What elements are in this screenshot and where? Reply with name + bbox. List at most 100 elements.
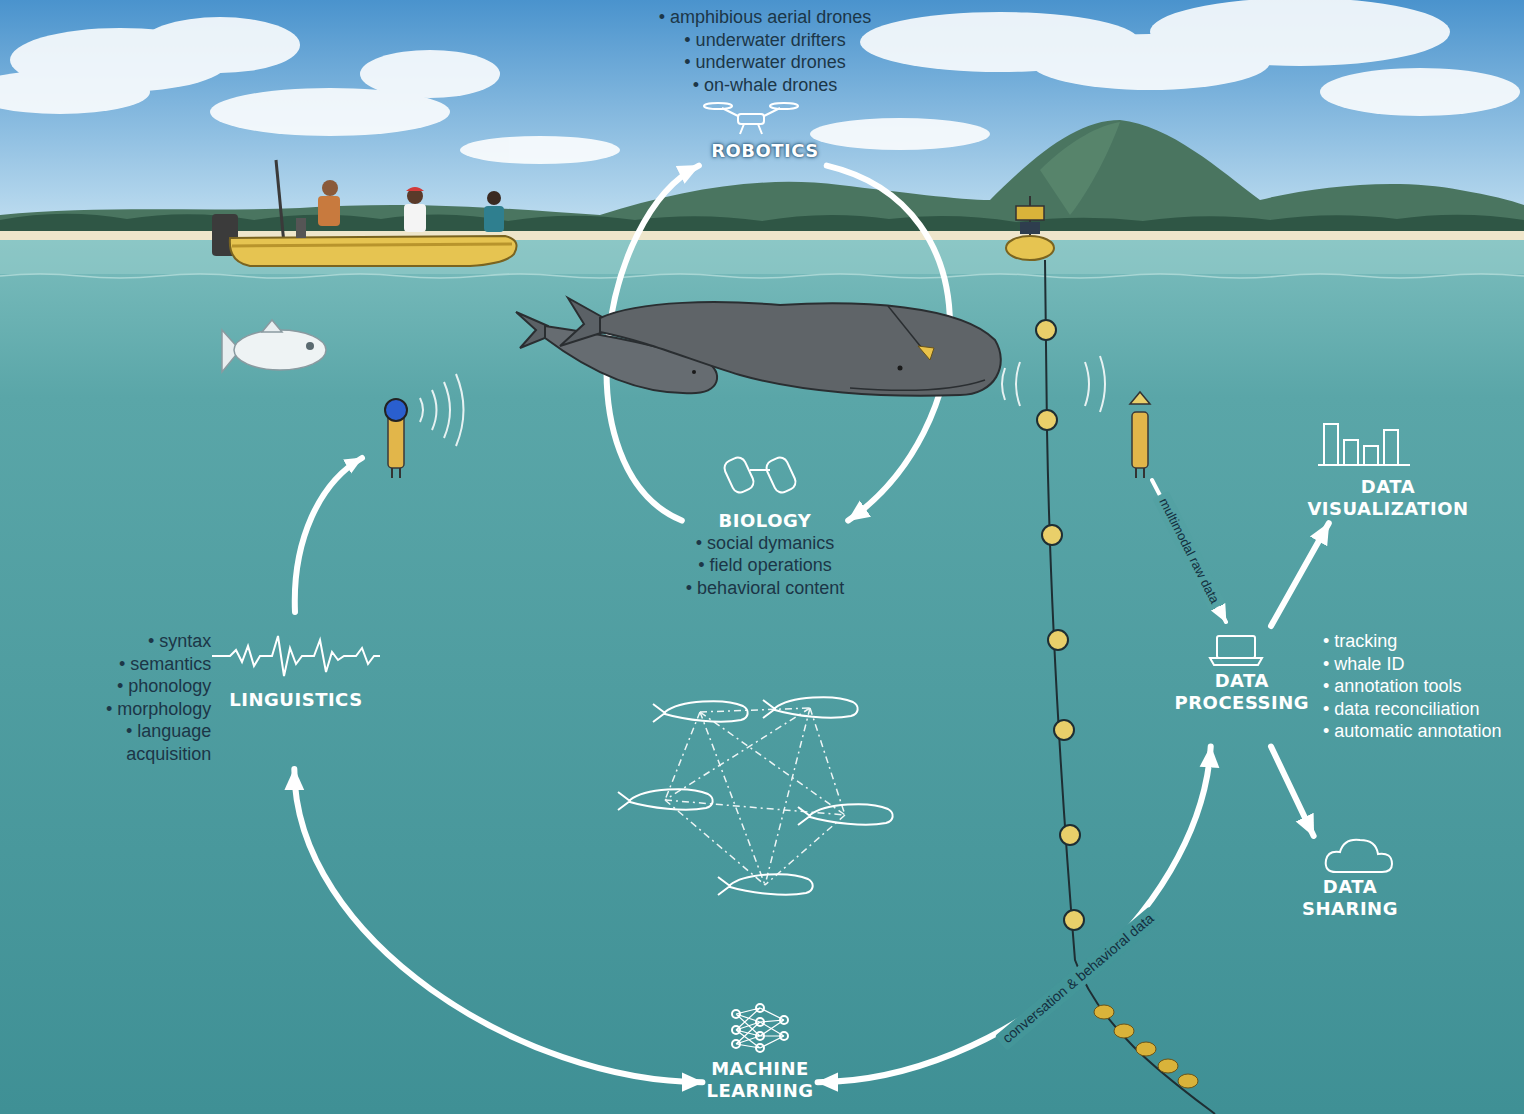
- sound-waves: [444, 382, 450, 438]
- linguistics-group: • syntax• semantics• phonology• morpholo…: [77, 626, 366, 769]
- hydrophone-drifters: [399, 468, 401, 478]
- drone-icon: [770, 103, 798, 109]
- research-boat: [487, 191, 501, 205]
- clouds: [460, 136, 620, 164]
- research-boat: [296, 218, 306, 238]
- sperm-whale-calf: [692, 370, 696, 374]
- binoculars-icon: [722, 455, 756, 495]
- bar-chart-icon: [1318, 424, 1410, 465]
- mooring-line: [1114, 1024, 1134, 1038]
- research-boat: [212, 160, 517, 266]
- cloud-icon: [1326, 840, 1392, 872]
- monitoring-buoy: [1016, 206, 1044, 220]
- bar-chart-icon: [1344, 440, 1358, 465]
- mooring-line: [1048, 630, 1068, 650]
- data-visualization-label: DATA VISUALIZATION: [1303, 472, 1472, 523]
- neural-network-icon: [756, 1004, 764, 1012]
- bullet-item: • on-whale drones: [693, 74, 837, 97]
- mooring-line: [1037, 410, 1057, 430]
- bullet-item: • morphology: [81, 698, 211, 721]
- sound-waves: [432, 390, 437, 430]
- sperm-whale-adult: [560, 298, 604, 346]
- bullet-item: • syntax: [81, 630, 211, 653]
- clouds: [0, 70, 150, 114]
- drone-icon: [704, 103, 798, 134]
- cloud-icon: [1326, 840, 1392, 872]
- whale-social-network: [810, 708, 845, 815]
- data-flow-arrows: [295, 458, 362, 612]
- robot-fish: [222, 320, 326, 372]
- hydrophone-drifters: [1143, 468, 1145, 478]
- bullet-item: • social dymanics: [696, 532, 834, 555]
- biology-group: BIOLOGY• social dymanics• field operatio…: [682, 506, 848, 603]
- data-flow-arrows: [295, 458, 1226, 622]
- drone-icon: [704, 103, 732, 109]
- laptop-icon: [1210, 658, 1262, 665]
- section-title: DATA VISUALIZATION: [1307, 476, 1468, 519]
- neural-network-icon: [780, 1032, 788, 1040]
- hydrophone-drifters: [391, 468, 393, 478]
- research-boat: [230, 236, 517, 266]
- sound-waves: [1100, 356, 1105, 412]
- mooring-line: [1094, 1005, 1114, 1019]
- bar-chart-icon: [1364, 446, 1378, 465]
- clouds: [0, 0, 1520, 164]
- machine-learning-label: MACHINE LEARNING: [702, 1054, 817, 1105]
- section-icons: [212, 103, 1410, 1052]
- waveform-icon: [212, 636, 380, 676]
- sound-waves: [1002, 368, 1005, 400]
- whale-social-network: [763, 697, 858, 718]
- data-processing-group: DATA PROCESSING• tracking• whale ID• ann…: [1171, 626, 1506, 747]
- mooring-line: [1054, 720, 1074, 740]
- research-boat: [318, 196, 340, 226]
- whale-social-network: [700, 712, 765, 885]
- bullet-item: • automatic annotation: [1323, 720, 1501, 743]
- monitoring-buoy: [1020, 222, 1040, 234]
- whale-social-network: [665, 708, 845, 885]
- whale-social-network: [665, 800, 765, 885]
- hydrophone-drifters: [1130, 392, 1150, 404]
- research-boat: [404, 204, 426, 232]
- whale-social-network: [665, 800, 845, 815]
- laptop-icon: [1210, 636, 1262, 665]
- whale-social-network: [618, 789, 713, 810]
- bullet-item: • underwater drifters: [684, 29, 845, 52]
- section-title: MACHINE LEARNING: [706, 1058, 813, 1101]
- drone-icon: [740, 124, 762, 134]
- mooring-line: [1064, 910, 1084, 930]
- monitoring-buoy: [1006, 236, 1054, 260]
- title-column: DATA PROCESSING: [1175, 630, 1310, 713]
- bullet-item: • whale ID: [1323, 653, 1501, 676]
- whale-social-network: [665, 712, 700, 800]
- bullet-item: • phonology: [81, 675, 211, 698]
- mooring-line: [1136, 1042, 1156, 1056]
- water: [0, 240, 1524, 1114]
- mooring-line: [1060, 825, 1080, 845]
- section-title: DATA SHARING: [1302, 876, 1398, 919]
- bullet-item: • field operations: [698, 554, 831, 577]
- neural-network-icon: [760, 1008, 784, 1048]
- cycle-arrow: [294, 769, 702, 1082]
- bullet-item: • annotation tools: [1323, 675, 1501, 698]
- whale-social-network: [665, 708, 810, 800]
- neural-network-icon: [756, 1044, 764, 1052]
- hydrophone-drifters: [1132, 412, 1148, 468]
- whale-social-network: [765, 708, 810, 885]
- binoculars-icon: [722, 455, 798, 495]
- neural-network-icon: [780, 1016, 788, 1024]
- clouds: [1150, 0, 1450, 66]
- bar-chart-icon: [1384, 430, 1398, 465]
- mooring-line: [1178, 1074, 1198, 1088]
- whale-social-network: [618, 697, 893, 895]
- clouds: [360, 50, 500, 98]
- robot-fish: [234, 330, 326, 370]
- bullet-item: • underwater drones: [684, 51, 845, 74]
- monitoring-buoy: [1006, 196, 1054, 260]
- laptop-icon: [1217, 636, 1255, 658]
- clouds: [1320, 68, 1520, 116]
- mooring-line: [1036, 320, 1084, 930]
- mooring-line: [1042, 525, 1062, 545]
- bullet-item: • amphibious aerial drones: [659, 6, 871, 29]
- section-title: DATA PROCESSING: [1175, 670, 1310, 713]
